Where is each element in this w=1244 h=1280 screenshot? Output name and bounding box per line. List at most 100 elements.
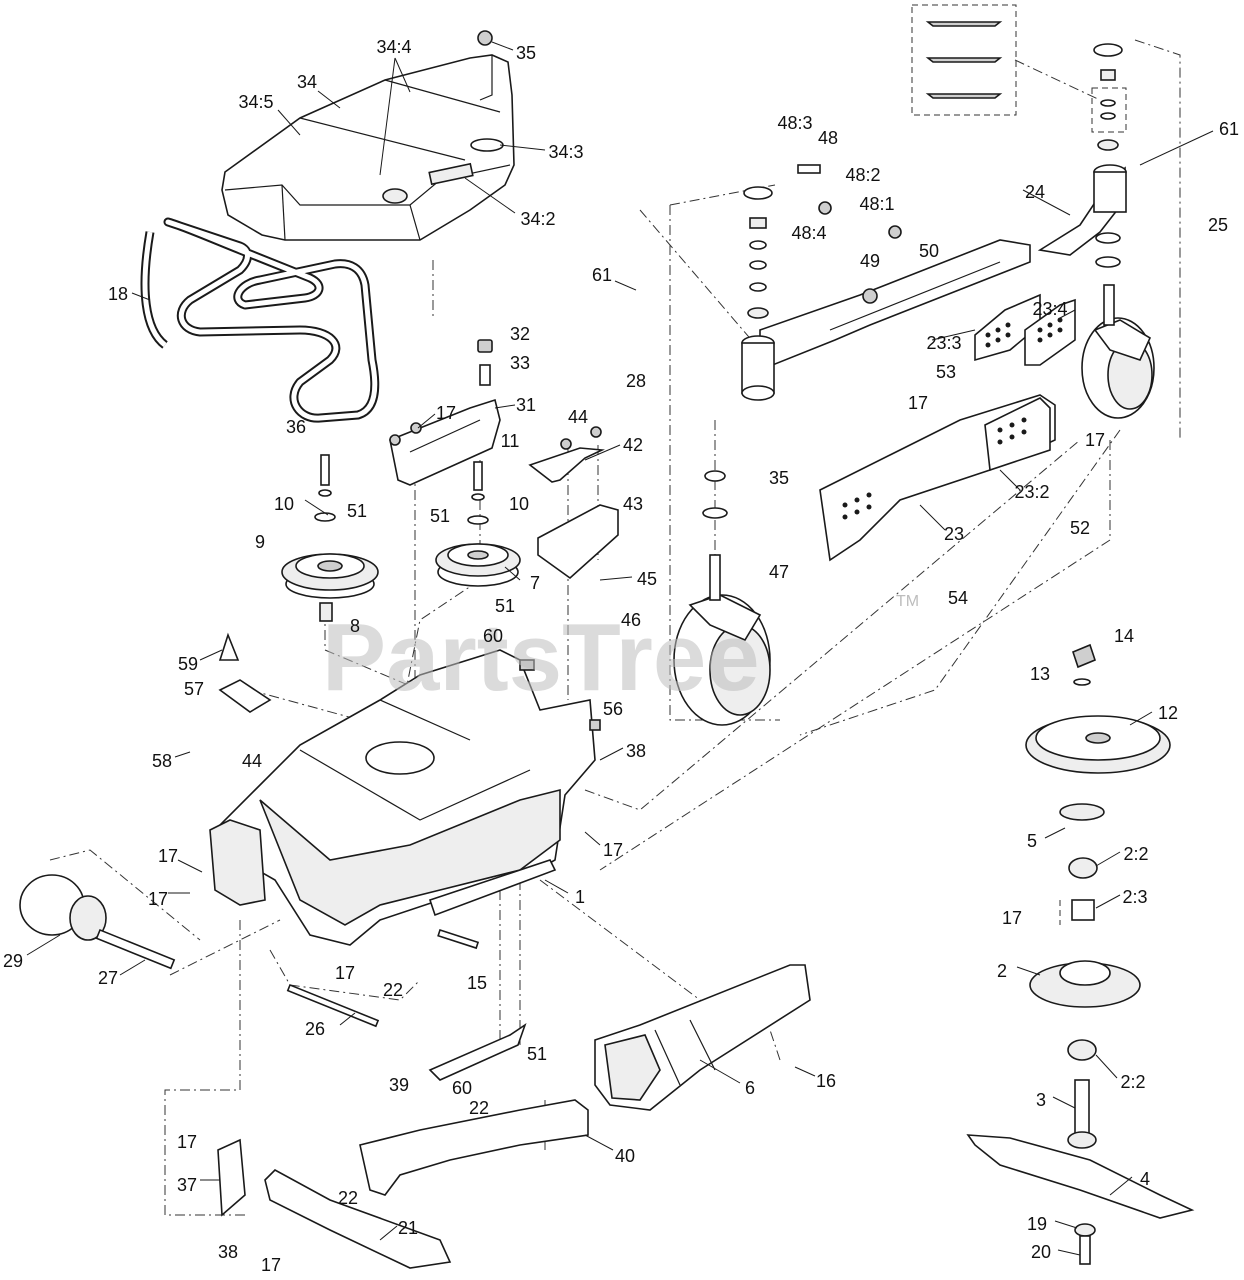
callout-label: 34:4 [376, 37, 411, 57]
deck-belt [140, 217, 380, 423]
callout-label: 2:2 [1123, 844, 1148, 864]
callout-label: 9 [255, 532, 265, 552]
bracket-holes [842, 317, 1063, 520]
callout-label: 8 [350, 616, 360, 636]
callout-label: 29 [3, 951, 23, 971]
caster-hardware-right [1091, 43, 1127, 151]
callout-label: 49 [860, 251, 880, 271]
callout-label: 22 [469, 1098, 489, 1118]
callout-label: 48:1 [859, 194, 894, 214]
callout-label: 17 [335, 963, 355, 983]
callout-label: 51 [527, 1044, 547, 1064]
baffle-39 [428, 1023, 527, 1081]
callout-label: 22 [338, 1188, 358, 1208]
callout-label: 48:3 [777, 113, 812, 133]
callout-label: 4 [1140, 1169, 1150, 1189]
callout-label: 37 [177, 1175, 197, 1195]
callout-label: 38 [218, 1242, 238, 1262]
callout-label: 51 [430, 506, 450, 526]
watermark-trademark: TM [896, 593, 919, 610]
callout-label: 44 [568, 407, 588, 427]
callout-label: 60 [483, 626, 503, 646]
callout-label: 19 [1027, 1214, 1047, 1234]
pulley-right [435, 461, 521, 587]
callout-label: 56 [603, 699, 623, 719]
callout-label: 48 [818, 128, 838, 148]
spindle-assembly [966, 643, 1195, 1265]
callout-label: 3 [1036, 1090, 1046, 1110]
callout-label: 48:4 [791, 223, 826, 243]
callout-label: 54 [948, 588, 968, 608]
callout-label: 28 [626, 371, 646, 391]
callout-label: 23 [944, 524, 964, 544]
callout-label: 17 [603, 840, 623, 860]
callout-label: 2:3 [1122, 887, 1147, 907]
callout-label: 17 [158, 846, 178, 866]
bracket-57 [218, 632, 272, 713]
callout-label: 35 [516, 43, 536, 63]
callout-label: 23:4 [1032, 299, 1067, 319]
weight-bracket [819, 293, 1076, 562]
caster-frame [741, 164, 1127, 401]
caster-wheel-rear [1081, 232, 1155, 419]
callout-label: 2:2 [1120, 1072, 1145, 1092]
callout-label: 6 [745, 1078, 755, 1098]
pulley-left [281, 454, 379, 622]
callout-label: 59 [178, 654, 198, 674]
callout-label: 15 [467, 973, 487, 993]
caster-hardware-left [743, 186, 773, 319]
callout-label: 7 [530, 573, 540, 593]
assembly-lines [49, 39, 1181, 1216]
callout-label: 22 [383, 980, 403, 1000]
callout-label: 61 [1219, 119, 1239, 139]
callout-label: 11 [501, 431, 520, 451]
callout-label: 46 [621, 610, 641, 630]
callout-label: 5 [1027, 831, 1037, 851]
callout-label: 53 [936, 362, 956, 382]
bracket-and-plate [528, 426, 619, 580]
idler-bracket [389, 398, 501, 486]
callout-label: 60 [452, 1078, 472, 1098]
callout-label: 35 [769, 468, 789, 488]
callout-label: 38 [626, 741, 646, 761]
leader-lines [26, 41, 1214, 1256]
callout-label: 12 [1158, 703, 1178, 723]
callout-label: 26 [305, 1019, 325, 1039]
bracket-37 [217, 1138, 246, 1217]
callout-label: 61 [592, 265, 612, 285]
callout-label: 10 [274, 494, 294, 514]
baffle-40 [359, 1099, 589, 1196]
callout-label: 2 [997, 961, 1007, 981]
callout-label: 24 [1025, 182, 1045, 202]
callout-label: 44 [242, 751, 262, 771]
callout-label: 34:3 [548, 142, 583, 162]
callout-label: 32 [510, 324, 530, 344]
mower-deck [209, 649, 601, 946]
callout-label: 51 [495, 596, 515, 616]
callout-label: 18 [108, 284, 128, 304]
callout-label: 39 [389, 1075, 409, 1095]
callout-label: 50 [919, 241, 939, 261]
callout-label: 17 [1002, 908, 1022, 928]
callout-label: 16 [816, 1071, 836, 1091]
callout-label: 17 [148, 889, 168, 909]
callout-label: 17 [261, 1255, 281, 1275]
callout-label: 34 [297, 72, 317, 92]
callout-label: 57 [184, 679, 204, 699]
callout-label: 51 [347, 501, 367, 521]
watermark-text: PartsTree [322, 604, 760, 711]
callout-label: 13 [1030, 664, 1050, 684]
callout-label: 23:2 [1014, 482, 1049, 502]
callout-label: 23:3 [926, 333, 961, 353]
discharge-chute [594, 964, 811, 1111]
callout-label: 27 [98, 968, 118, 988]
callout-label: 34:5 [238, 92, 273, 112]
callout-label: 25 [1208, 215, 1228, 235]
callout-label: 20 [1031, 1242, 1051, 1262]
baffle-21 [264, 1169, 452, 1269]
callout-label: 42 [623, 435, 643, 455]
callout-label: 33 [510, 353, 530, 373]
callout-label: 21 [398, 1218, 418, 1238]
callout-label: 52 [1070, 518, 1090, 538]
